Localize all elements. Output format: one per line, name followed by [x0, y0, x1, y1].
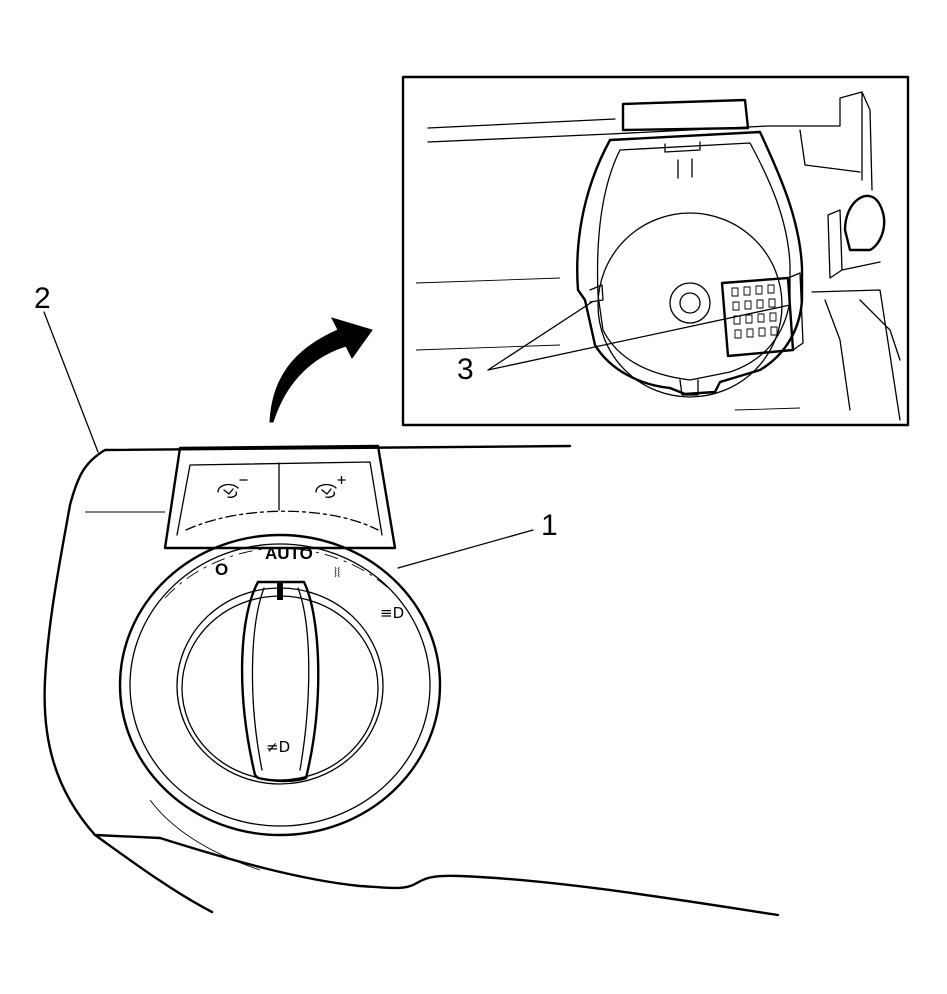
inset-connector	[720, 272, 804, 358]
inset-panel-lines	[415, 277, 801, 411]
panel-bottom-contour	[158, 836, 780, 917]
inset-latch-body	[827, 209, 881, 279]
inset-panel-edge-right	[799, 91, 873, 191]
parking-lamp-icon: ⧘⧙	[334, 563, 340, 581]
inset-right-wall	[811, 289, 901, 421]
callout-3: 3	[457, 353, 474, 386]
bezel-dash-upper	[164, 547, 401, 601]
inset-panel-edge-top	[427, 91, 863, 181]
bezel-outer-ring	[118, 533, 442, 837]
view-arrow	[269, 317, 373, 423]
panel-outline	[43, 444, 572, 840]
fog-lamp-icon: ≠D	[266, 738, 290, 756]
callout-3-leader-left	[487, 301, 593, 371]
inset-mount-left	[589, 284, 604, 303]
inset-housing-tab	[621, 98, 750, 132]
callout-2-leader	[43, 311, 99, 453]
callout-1-leader	[397, 529, 534, 569]
inset-housing	[576, 130, 804, 396]
inset-bottom-tab	[679, 379, 699, 396]
headlamp-icon: ≡D	[380, 604, 404, 622]
callout-1: 1	[541, 509, 558, 542]
knob-auto-label: AUTO	[265, 544, 313, 563]
bezel-ring-2	[129, 543, 431, 827]
knob-off-label: O	[215, 560, 228, 579]
callout-3-leader-right	[487, 304, 791, 371]
callout-2: 2	[34, 282, 51, 315]
headlamp-rotary-knob[interactable]	[240, 580, 320, 783]
panel-inner-contour	[149, 799, 261, 871]
inset-housing-notch	[664, 141, 701, 179]
inset-housing-inner	[596, 142, 791, 381]
knob-indicator	[277, 582, 283, 600]
button-dashed-edge	[185, 510, 379, 531]
dimmer-down-button[interactable]	[217, 479, 248, 498]
headlamp-switch-assembly: AUTO O ⧘⧙ ≡D ≠D	[118, 444, 442, 837]
inset-shaft-inner	[679, 292, 701, 314]
inset-view: 3	[401, 75, 910, 427]
panel-lower-edge	[93, 833, 214, 914]
button-pod-inner	[176, 461, 383, 536]
knob-grip-edge	[251, 587, 310, 771]
instrument-panel: 2 1	[34, 282, 780, 917]
inset-frame	[401, 75, 910, 427]
dimmer-up-button[interactable]	[315, 475, 346, 498]
inset-rotor	[597, 212, 783, 398]
inset-shaft-outer	[669, 282, 711, 324]
inset-latch	[843, 194, 886, 252]
button-pod	[163, 444, 397, 550]
